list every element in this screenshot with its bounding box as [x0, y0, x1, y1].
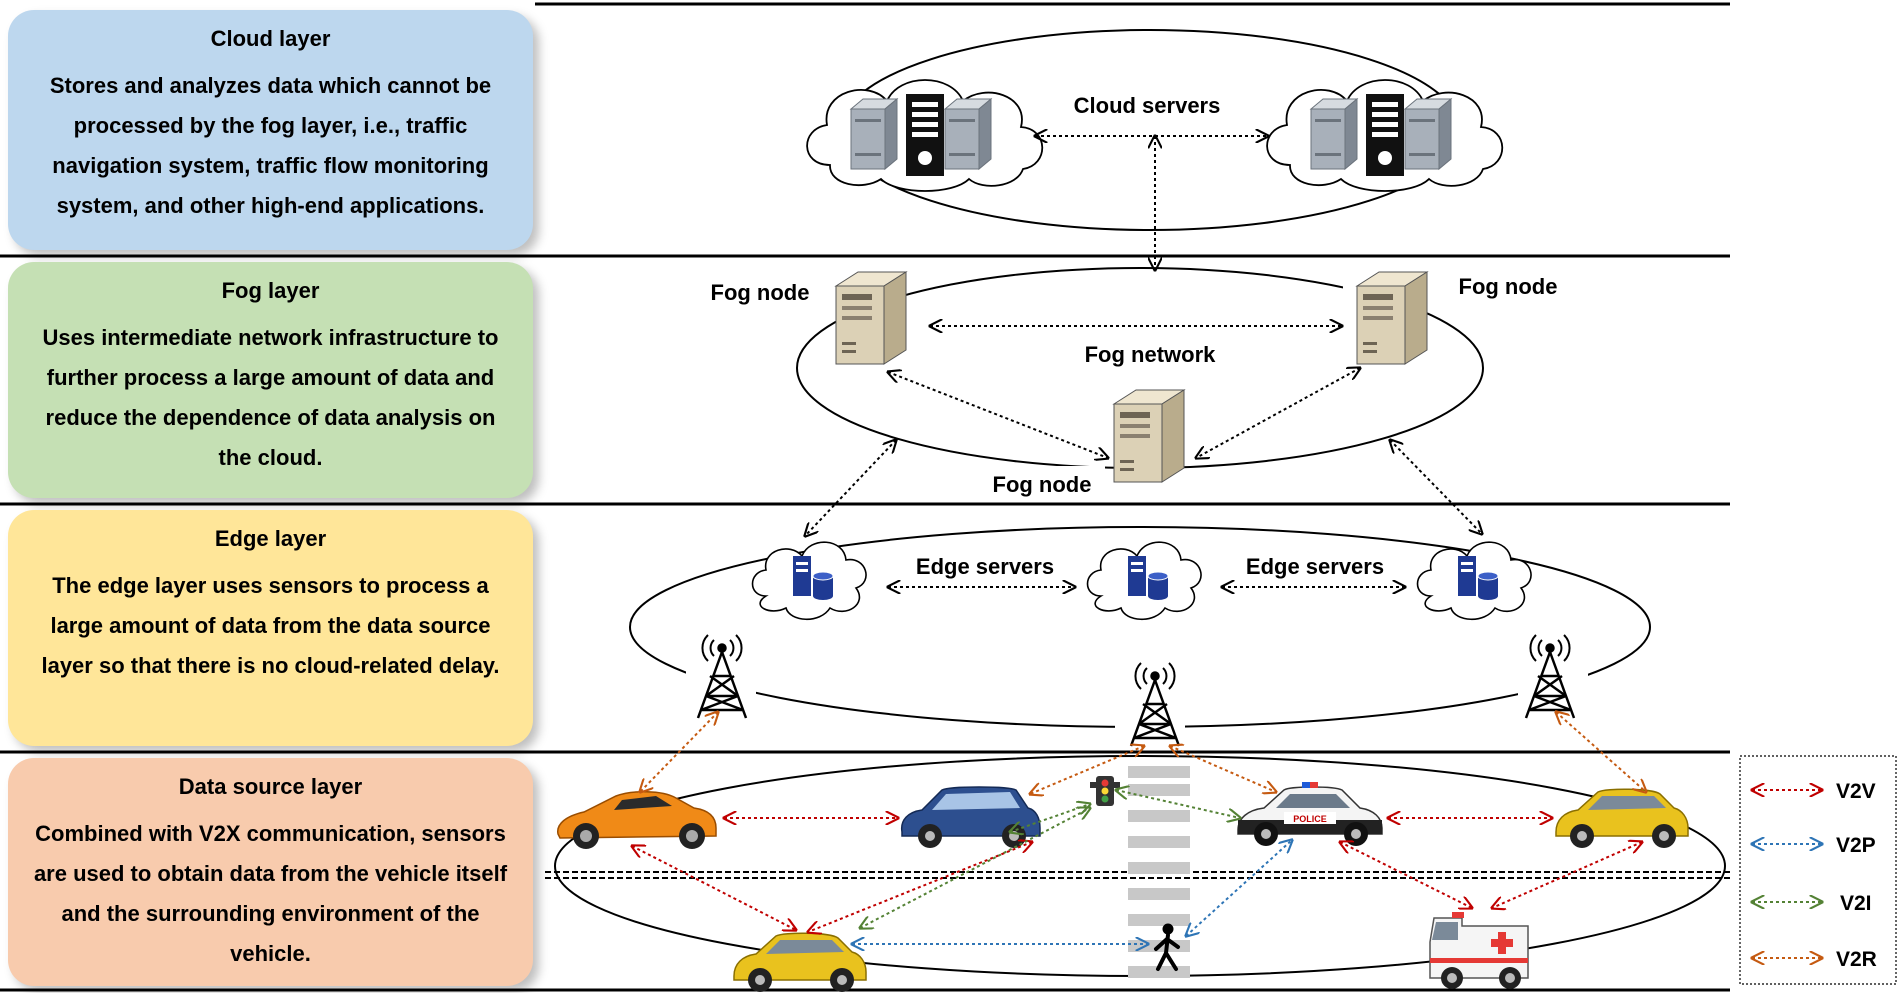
yellow-car-bottom-icon	[733, 932, 867, 992]
v2i-arrows	[860, 790, 1240, 928]
fog-edge-right-link-arrow	[1390, 440, 1482, 534]
legend-item-v2i: V2I	[1752, 892, 1872, 915]
v2r-arrows	[640, 712, 1646, 794]
fog-node-right-icon	[1356, 271, 1428, 365]
yellow-car-right-icon	[1555, 788, 1689, 848]
legend: V2V V2P V2I V2R	[1739, 755, 1897, 985]
edge-layer-description: The edge layer uses sensors to process a…	[41, 573, 500, 678]
legend-item-v2p: V2P	[1752, 834, 1876, 857]
data-source-layer-title: Data source layer	[178, 774, 363, 799]
data-source-layer-box: Data source layer Combined with V2X comm…	[8, 758, 533, 986]
legend-label-v2r: V2R	[1836, 948, 1877, 971]
cloud-layer-description: Stores and analyzes data which cannot be…	[49, 73, 492, 218]
police-car-icon: POLICE	[1237, 782, 1383, 846]
fog-right-bottom-link-arrow	[1196, 368, 1360, 458]
legend-label-v2i: V2I	[1840, 892, 1872, 915]
fog-layer-box: Fog layer Uses intermediate network infr…	[8, 262, 533, 498]
edge-server-center-icon	[1086, 541, 1202, 621]
fog-node-left-icon	[835, 271, 907, 365]
fog-node-bottom-icon	[1113, 389, 1185, 483]
cloud-layer-title: Cloud layer	[210, 26, 331, 51]
cloud-server-right-icon	[1266, 79, 1504, 192]
cloud-servers-label: Cloud servers	[1074, 93, 1221, 118]
edge-layer-title: Edge layer	[214, 526, 327, 551]
fog-network-label: Fog network	[1085, 342, 1217, 367]
fog-node-bottom-label: Fog node	[993, 472, 1092, 497]
legend-label-v2v: V2V	[1836, 780, 1876, 803]
edge-server-right-icon	[1416, 541, 1532, 621]
fog-node-left-label: Fog node	[711, 280, 810, 305]
pedestrian-icon	[1154, 923, 1180, 971]
data-source-layer-description: Combined with V2X communication, sensors…	[33, 821, 508, 966]
blue-wagon-car-icon	[900, 786, 1041, 848]
legend-item-v2v: V2V	[1752, 780, 1876, 803]
edge-servers-right-label: Edge servers	[1246, 554, 1384, 579]
cloud-layer-box: Cloud layer Stores and analyzes data whi…	[8, 10, 533, 250]
v2p-arrows	[852, 840, 1292, 944]
fog-layer-description: Uses intermediate network infrastructure…	[42, 325, 499, 470]
ambulance-icon	[1429, 912, 1529, 989]
edge-server-left-icon	[751, 541, 867, 621]
fog-layer-title: Fog layer	[221, 278, 320, 303]
traffic-light-icon	[1090, 776, 1120, 806]
fog-edge-left-link-arrow	[805, 440, 896, 536]
edge-servers-left-label: Edge servers	[916, 554, 1054, 579]
edge-layer-box: Edge layer The edge layer uses sensors t…	[8, 510, 533, 746]
police-label: POLICE	[1293, 814, 1327, 824]
orange-sports-car-icon	[557, 791, 717, 849]
cloud-server-left-icon	[806, 79, 1044, 192]
legend-label-v2p: V2P	[1836, 834, 1876, 857]
legend-item-v2r: V2R	[1752, 948, 1877, 971]
fog-node-right-label: Fog node	[1459, 274, 1558, 299]
